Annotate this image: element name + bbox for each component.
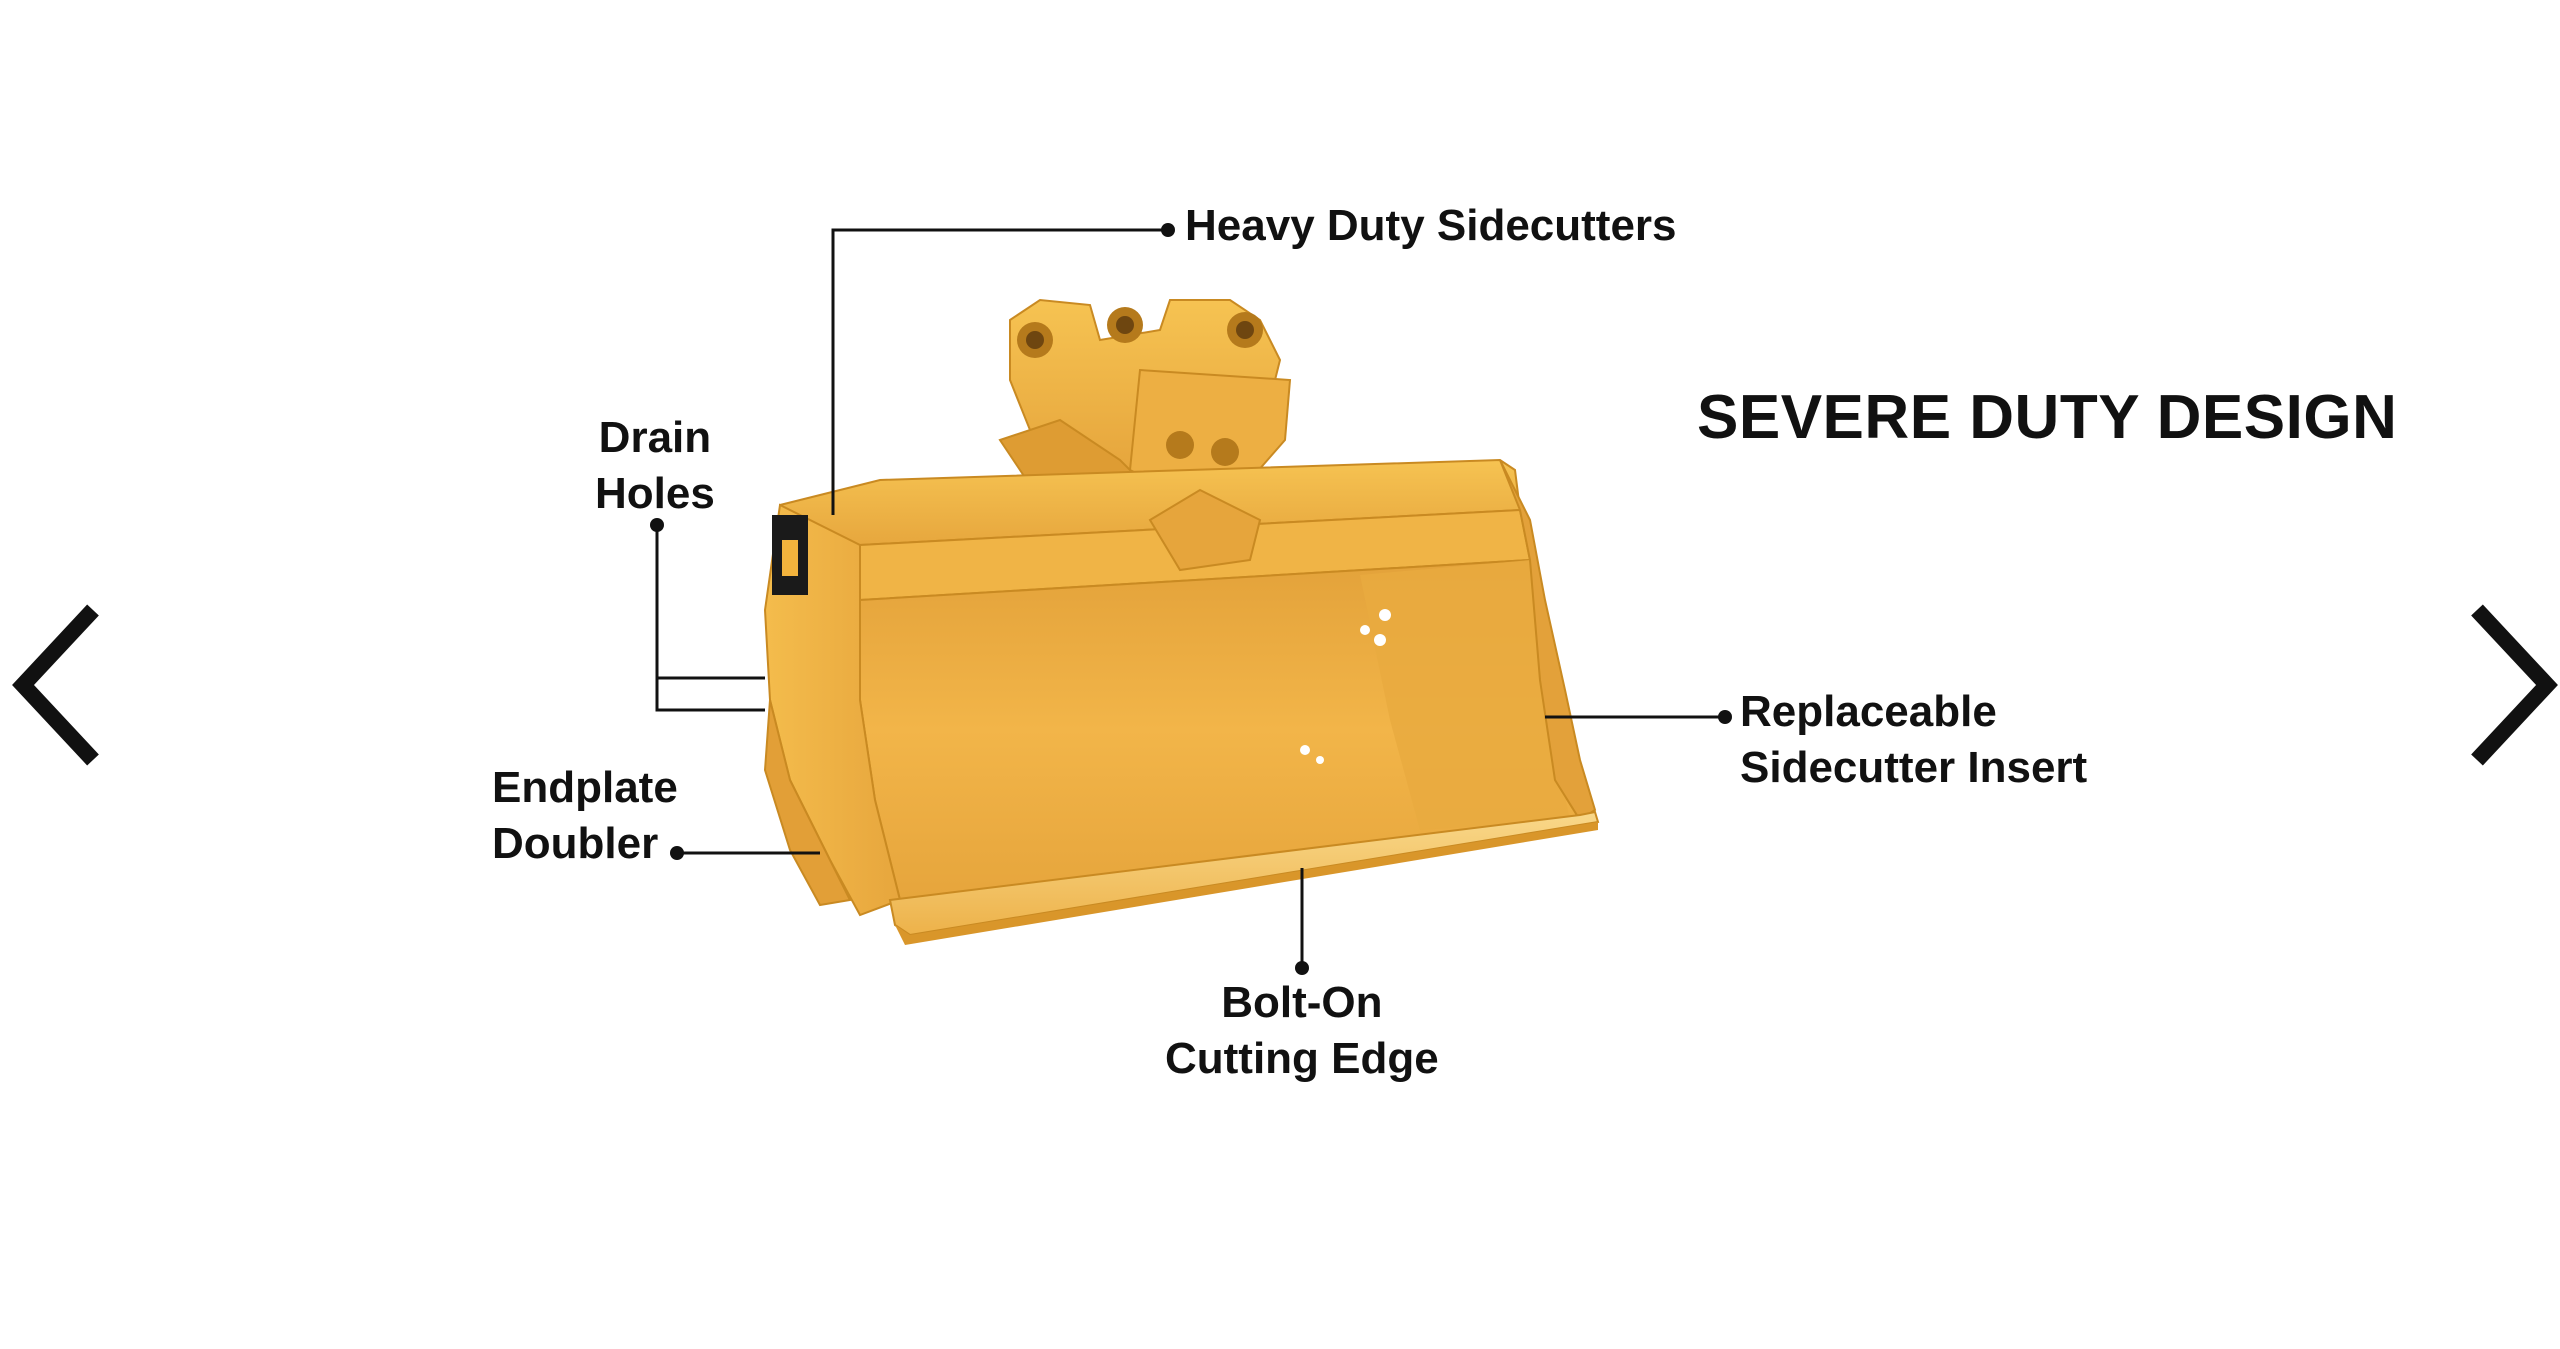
bucket-coupler: [998, 298, 1292, 522]
callout-label-line-1: Drain: [598, 413, 712, 462]
callout-label-line-1: Bolt-On: [1221, 978, 1383, 1027]
callout-leaders: [655, 228, 1725, 968]
previous-slide-button[interactable]: [5, 600, 105, 770]
callout-label-line-2: Holes: [595, 469, 715, 518]
slide-title: SEVERE DUTY DESIGN: [1697, 383, 2398, 452]
bucket-top-rail: [779, 458, 1532, 602]
chevron-right-icon: [2471, 604, 2558, 766]
callout-drain-holes: Drain Holes: [595, 410, 715, 522]
bucket-endplate: [763, 503, 902, 917]
chevron-left-icon: [12, 604, 99, 766]
callout-label: Heavy Duty Sidecutters: [1185, 201, 1677, 250]
callout-dots: [650, 223, 1732, 975]
next-slide-button[interactable]: [2465, 600, 2560, 770]
callout-label-line-2: Sidecutter Insert: [1740, 743, 2088, 792]
callout-label-line-1: Endplate: [492, 763, 678, 812]
callout-endplate-doubler: Endplate Doubler: [492, 760, 678, 872]
callout-label-line-2: Doubler: [492, 819, 659, 868]
callout-label-line-2: Cutting Edge: [1165, 1034, 1439, 1083]
callout-replaceable-sidecutter-insert: Replaceable Sidecutter Insert: [1740, 684, 2087, 796]
bucket-cutting-edge: [888, 810, 1600, 945]
callout-bolt-on-cutting-edge: Bolt-On Cutting Edge: [1165, 975, 1439, 1087]
callout-label-line-1: Replaceable: [1740, 687, 1997, 736]
callout-heavy-duty-sidecutters: Heavy Duty Sidecutters: [1185, 198, 1677, 254]
